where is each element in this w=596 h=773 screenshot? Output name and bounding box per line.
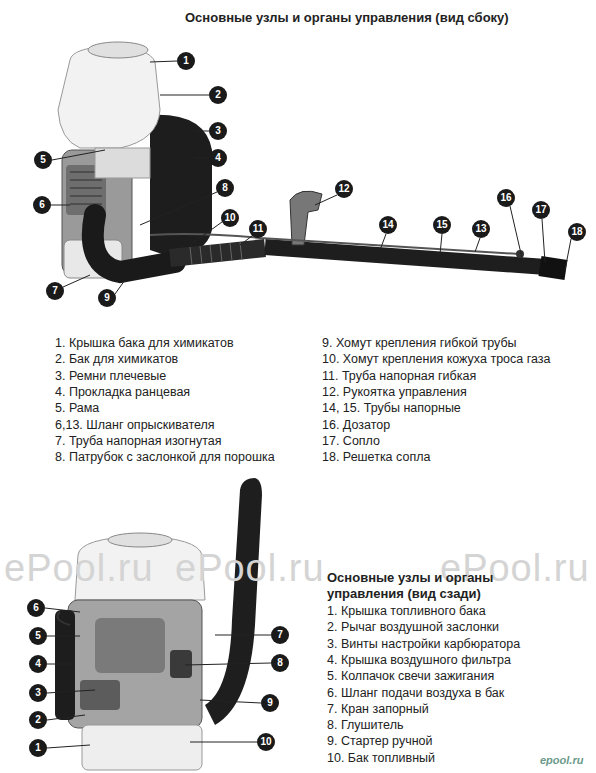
callout-circle: 10 <box>221 209 239 227</box>
callout-circle: 13 <box>472 220 490 238</box>
callout-circle: 3 <box>209 122 227 140</box>
part-list-item: 5. Колпачок свечи зажигания <box>327 668 494 684</box>
callout-circle: 7 <box>271 626 289 644</box>
callout-number: 1 <box>183 56 189 66</box>
callout-number: 14 <box>382 220 393 230</box>
part-list-item: 11. Труба напорная гибкая <box>322 368 476 384</box>
callout-circle: 5 <box>29 627 47 645</box>
callout-number: 12 <box>338 184 349 194</box>
callout-number: 6 <box>39 200 45 210</box>
callout-number: 16 <box>500 193 511 203</box>
watermark-logo: epool.ru <box>540 752 583 768</box>
callout-number: 18 <box>571 227 582 237</box>
section-heading: Основные узлы и органы управления (вид с… <box>327 570 512 602</box>
part-list-item: 6,13. Шланг опрыскивателя <box>55 417 215 433</box>
callout-number: 5 <box>35 631 41 641</box>
watermark: ePool.ru <box>175 560 325 576</box>
part-list-item: 2. Бак для химикатов <box>55 351 178 367</box>
callout-number: 8 <box>277 658 283 668</box>
part-list-item: 12. Рукоятка управления <box>322 384 467 400</box>
part-list-item: 4. Прокладка ранцевая <box>55 384 190 400</box>
callout-circle: 6 <box>33 196 51 214</box>
callout-circle: 18 <box>568 223 586 241</box>
callout-circle: 11 <box>249 220 267 238</box>
part-list-item: 18. Решетка сопла <box>322 449 430 465</box>
callout-number: 9 <box>104 293 110 303</box>
callout-number: 13 <box>475 224 486 234</box>
callout-circle: 8 <box>271 654 289 672</box>
callout-circle: 1 <box>29 739 47 757</box>
callout-circle: 4 <box>29 655 47 673</box>
callout-number: 3 <box>35 688 41 698</box>
leader-lines <box>45 61 571 748</box>
callout-number: 1 <box>35 743 41 753</box>
callout-number: 10 <box>224 213 235 223</box>
part-list-item: 16. Дозатор <box>322 417 390 433</box>
callout-circle: 14 <box>379 216 397 234</box>
callout-number: 8 <box>222 183 228 193</box>
callout-number: 11 <box>253 224 264 234</box>
callout-circle: 5 <box>34 151 52 169</box>
callout-circle: 1 <box>177 52 195 70</box>
part-list-item: 9. Хомут крепления гибкой трубы <box>322 335 517 351</box>
part-list-item: 7. Кран запорный <box>327 701 429 717</box>
part-list-item: 7. Труба напорная изогнутая <box>55 433 222 449</box>
callout-number: 7 <box>52 286 58 296</box>
part-list-item: 2. Рычаг воздушной заслонки <box>327 619 499 635</box>
part-list-item: 17. Сопло <box>322 433 380 449</box>
callout-number: 10 <box>260 737 271 747</box>
part-list-item: 10. Хомут крепления кожуха троса газа <box>322 351 551 367</box>
callout-circle: 6 <box>27 599 45 617</box>
callout-number: 5 <box>40 155 46 165</box>
callout-circle: 2 <box>209 86 227 104</box>
callout-number: 2 <box>35 715 41 725</box>
callout-number: 3 <box>215 126 221 136</box>
callout-circle: 2 <box>29 711 47 729</box>
callout-circle: 9 <box>98 289 116 307</box>
callout-number: 15 <box>436 220 447 230</box>
part-list-item: 3. Винты настройки карбюратора <box>327 636 520 652</box>
callout-circle: 12 <box>335 180 353 198</box>
side-view <box>58 42 566 278</box>
callout-number: 9 <box>267 698 273 708</box>
part-list-item: 9. Стартер ручной <box>327 733 433 749</box>
callout-circle: 16 <box>497 189 515 207</box>
callout-circle: 15 <box>433 216 451 234</box>
part-list-item: 6. Шланг подачи воздуха в бак <box>327 685 504 701</box>
callout-number: 17 <box>535 205 546 215</box>
rear-view <box>55 478 262 770</box>
callout-number: 7 <box>277 630 283 640</box>
callout-circle: 9 <box>261 694 279 712</box>
callout-circle: 8 <box>216 179 234 197</box>
callout-circle: 4 <box>209 149 227 167</box>
watermark: ePool.ru <box>4 560 154 576</box>
part-list-item: 8. Патрубок с заслонкой для порошка <box>55 449 275 465</box>
part-list-item: 5. Рама <box>55 400 99 416</box>
diagram-title: Основные узлы и органы управления (вид с… <box>185 10 509 26</box>
callout-number: 2 <box>215 90 221 100</box>
callout-circle: 3 <box>29 684 47 702</box>
callout-circle: 7 <box>46 282 64 300</box>
part-list-item: 8. Глушитель <box>327 717 403 733</box>
part-list-item: 1. Крышка бака для химикатов <box>55 335 234 351</box>
part-list-item: 3. Ремни плечевые <box>55 368 166 384</box>
callout-circle: 10 <box>257 733 275 751</box>
part-list-item: 4. Крышка воздушного фильтра <box>327 652 511 668</box>
part-list-item: 10. Бак топливный <box>327 750 435 766</box>
callout-number: 6 <box>33 603 39 613</box>
part-list-item: 1. Крышка топливного бака <box>327 603 486 619</box>
callout-number: 4 <box>35 659 41 669</box>
callout-circle: 17 <box>532 201 550 219</box>
part-list-item: 14, 15. Трубы напорные <box>322 400 461 416</box>
callout-number: 4 <box>215 153 221 163</box>
